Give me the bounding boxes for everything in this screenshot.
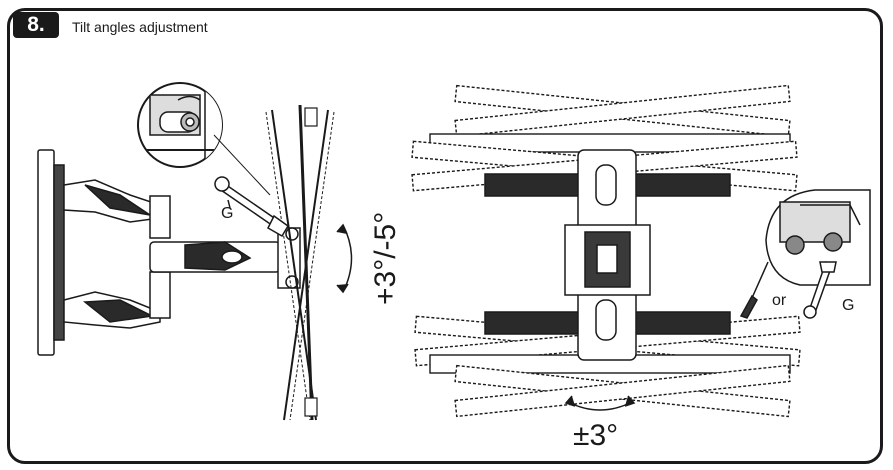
center-plate [484, 149, 731, 361]
tilt-angle-label: +3°/-5° [369, 212, 402, 305]
or-label: or [772, 292, 787, 309]
wall-plate-side [37, 149, 65, 356]
right-zoom-detail [765, 189, 871, 286]
step-title: Tilt angles adjustment [72, 19, 208, 35]
screwdriver-icon [739, 261, 769, 319]
lower-arm [63, 271, 171, 329]
tilt-arrow [336, 223, 353, 294]
middle-arm [149, 241, 281, 273]
rotate-arrow [564, 395, 636, 411]
step-number-badge: 8. [13, 12, 59, 38]
tv-bracket-tilt-lines [265, 104, 335, 421]
instruction-frame [7, 8, 883, 464]
rotate-angle-label: ±3° [573, 419, 618, 452]
zoom-detail [137, 82, 271, 196]
upper-arm [63, 179, 171, 239]
wrench-icon [214, 176, 289, 238]
wrench-right-label: G [842, 297, 854, 314]
wrench-right-icon [803, 260, 837, 319]
wrench-left-label: G [221, 205, 233, 222]
